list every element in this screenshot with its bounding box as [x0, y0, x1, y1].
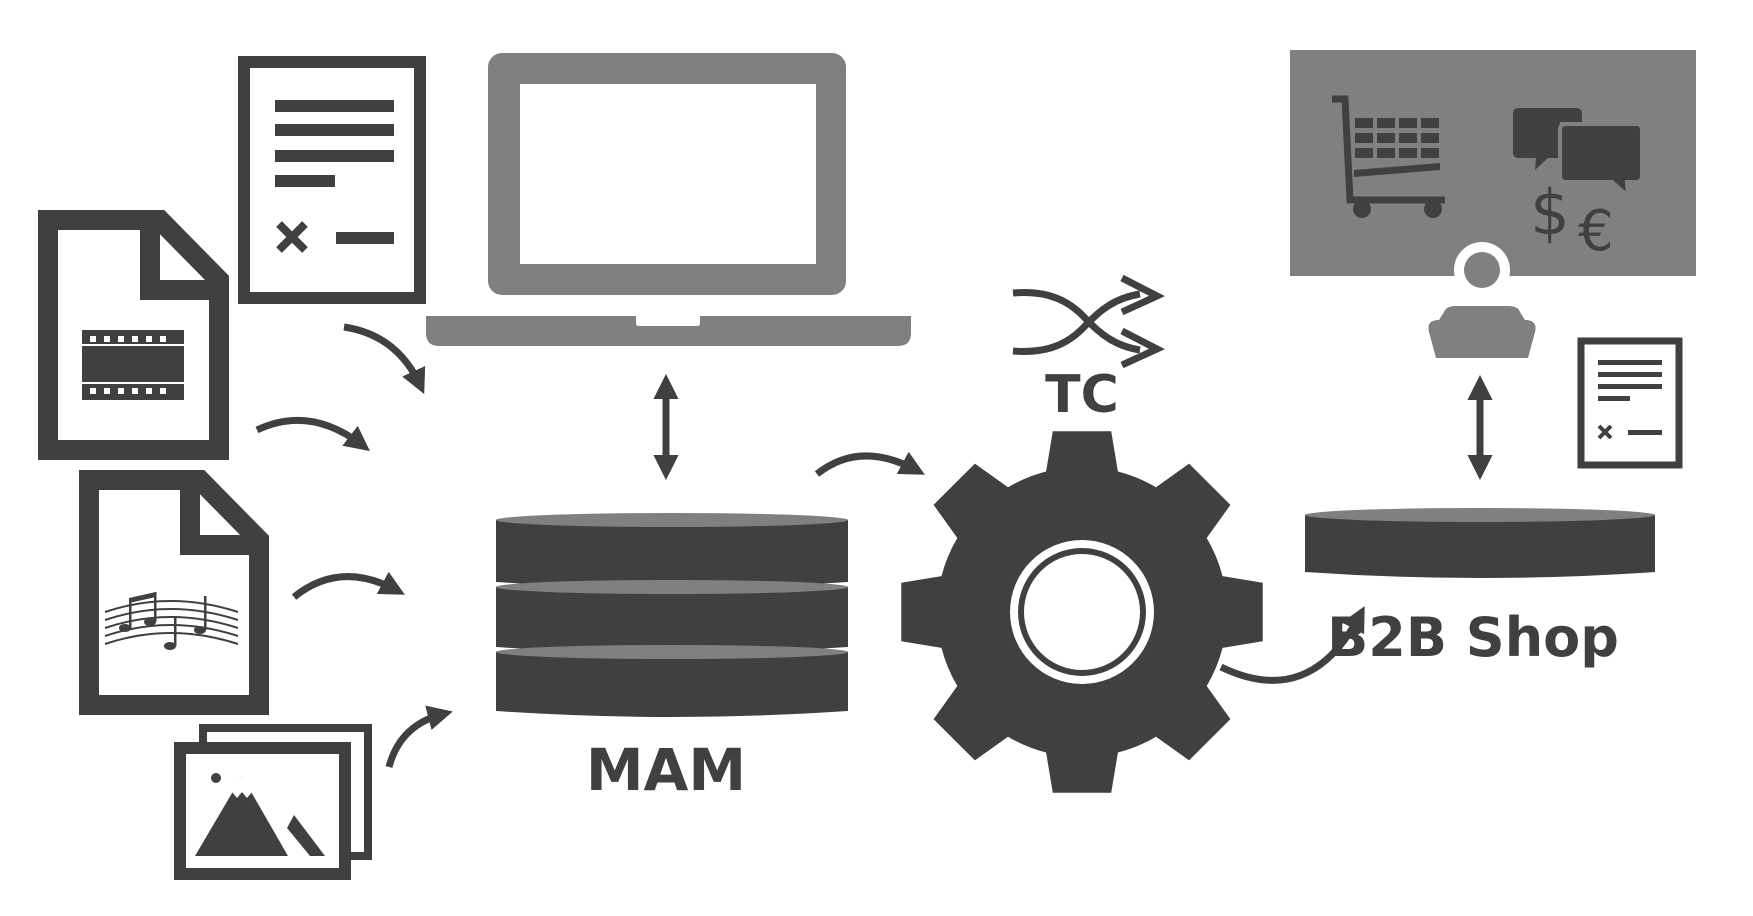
dollar-symbol: $: [1530, 176, 1569, 249]
mam-label: MAM: [586, 736, 746, 804]
document-icon: [238, 56, 426, 304]
audio-file-icon: [79, 470, 269, 715]
euro-symbol: €: [1578, 199, 1614, 264]
arrow-transcoder-to-shop: [1219, 606, 1365, 684]
arrow-image-to-mam: [385, 705, 453, 768]
arrow-mam-to-transcoder: [814, 451, 925, 477]
image-file-icon: [174, 724, 372, 880]
small-document-icon: [1577, 337, 1683, 469]
chat-bubbles-icon: [1513, 108, 1644, 201]
shuffle-icon: [1012, 274, 1166, 369]
laptop-icon: [426, 53, 911, 346]
arrow-document-to-mam: [343, 323, 426, 395]
tc-label: TC: [1045, 365, 1119, 425]
shop-database-icon: [1305, 508, 1655, 578]
video-file-icon: [38, 210, 229, 460]
shop-label: B2B Shop: [1327, 606, 1619, 669]
shopping-cart-icon: [1332, 95, 1445, 218]
database-icon: [496, 513, 848, 717]
gear-icon: [901, 431, 1263, 793]
user-icon: [1420, 242, 1544, 361]
arrow-video-to-mam: [255, 416, 370, 452]
arrow-audio-to-mam: [291, 571, 405, 600]
